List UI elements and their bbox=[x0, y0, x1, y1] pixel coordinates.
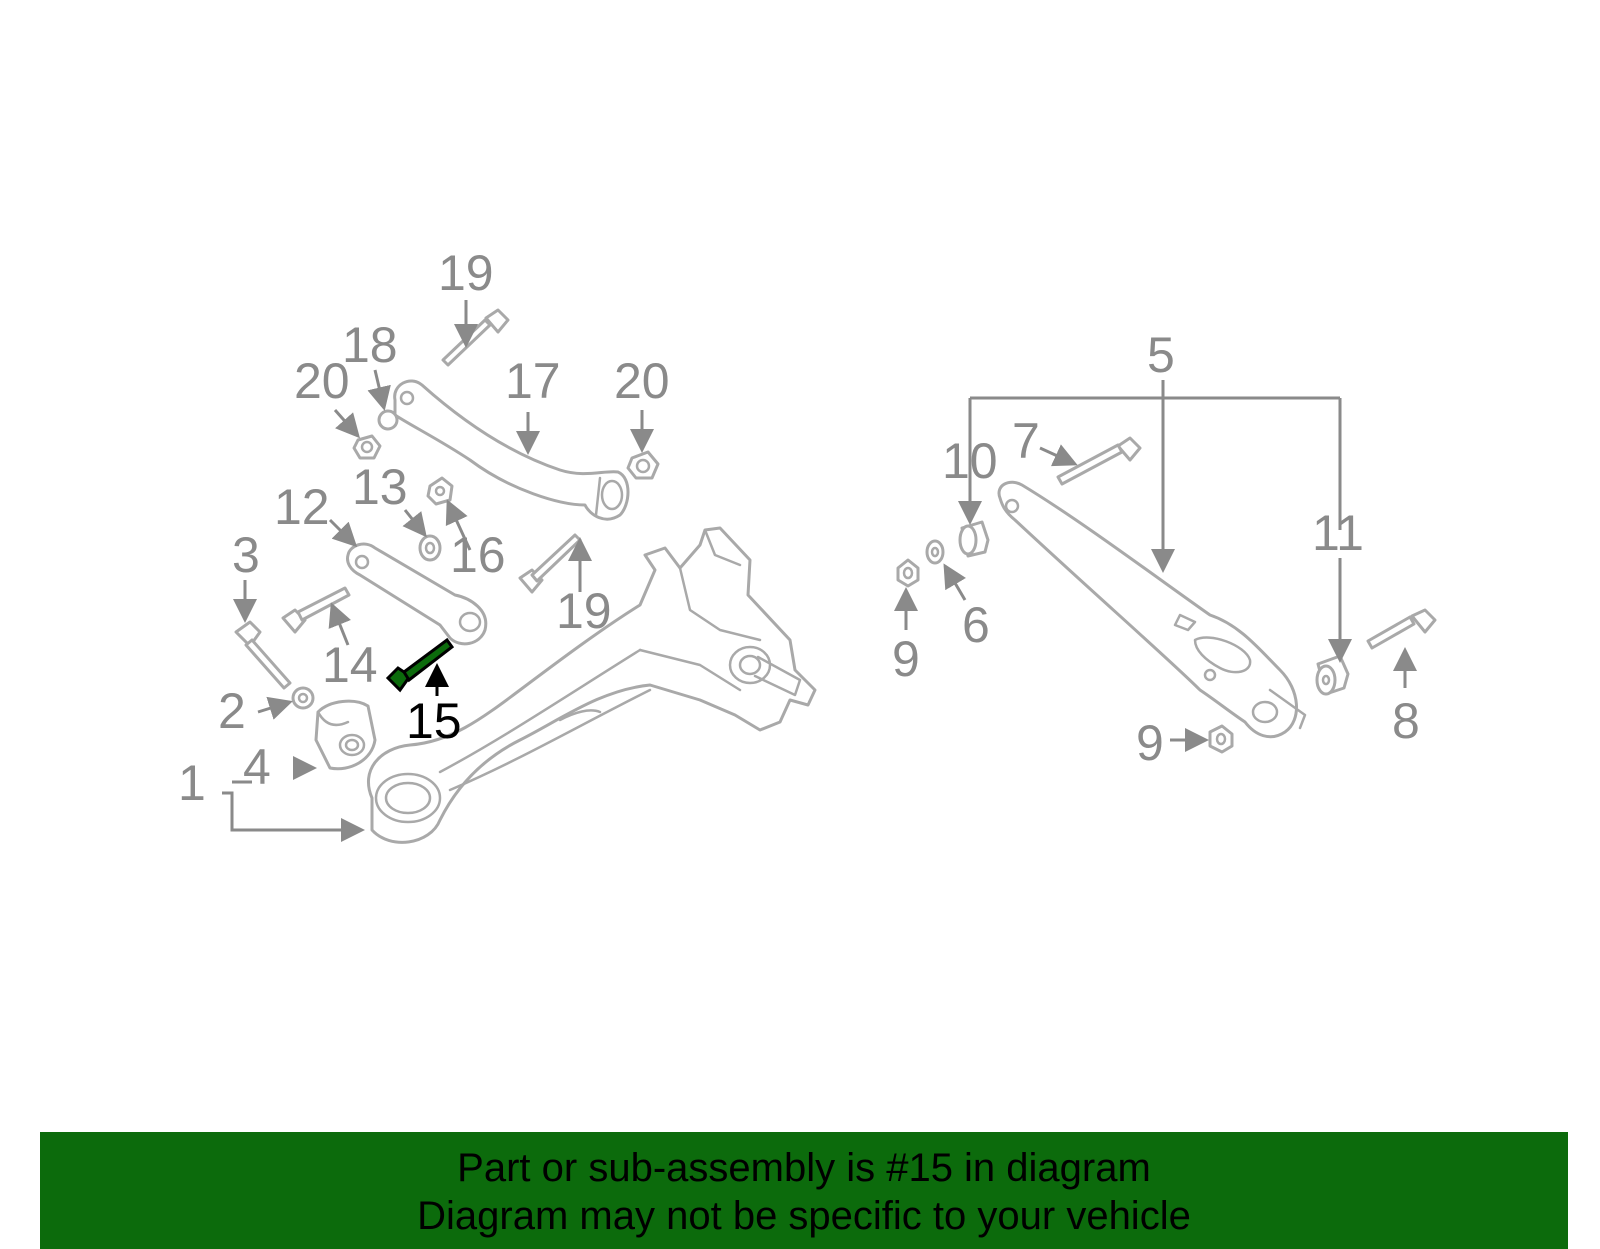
upper-arm-part-17 bbox=[393, 379, 630, 521]
lower-link-part-12 bbox=[346, 542, 488, 646]
bushing-part-4 bbox=[314, 699, 377, 771]
info-banner: Part or sub-assembly is #15 in diagram D… bbox=[40, 1132, 1568, 1249]
nut-part-20-right bbox=[626, 450, 660, 480]
callout-9-lower: 9 bbox=[1136, 715, 1164, 771]
callout-11: 11 bbox=[1312, 505, 1364, 561]
callout-15-highlighted: 15 bbox=[406, 693, 462, 749]
bushing-part-10 bbox=[958, 520, 990, 558]
washer-part-6 bbox=[925, 539, 945, 565]
callout-19-lower: 19 bbox=[556, 583, 612, 639]
callout-8: 8 bbox=[1392, 693, 1420, 749]
callout-19-upper: 19 bbox=[438, 245, 494, 301]
callout-9-upper: 9 bbox=[892, 631, 920, 687]
callout-5: 5 bbox=[1147, 327, 1175, 383]
leader-lines bbox=[222, 300, 1417, 842]
callout-18: 18 bbox=[342, 317, 398, 373]
callout-4: 4 bbox=[243, 739, 271, 795]
bolt-part-14 bbox=[281, 586, 351, 634]
lateral-arm-part-5 bbox=[997, 480, 1307, 739]
callout-10: 10 bbox=[942, 433, 998, 489]
callout-1: 1 bbox=[178, 755, 206, 811]
bolt-part-3 bbox=[234, 620, 292, 690]
nut-part-9-upper bbox=[896, 558, 920, 588]
callout-13: 13 bbox=[352, 459, 408, 515]
parts-diagram: 1 2 3 4 5 6 7 8 9 9 10 11 12 13 14 15 16… bbox=[178, 245, 1437, 844]
callout-14: 14 bbox=[322, 637, 378, 693]
callout-20-right: 20 bbox=[614, 353, 670, 409]
bolt-part-15-highlighted bbox=[385, 637, 455, 693]
bolt-part-7 bbox=[1056, 436, 1142, 486]
nut-part-16 bbox=[426, 476, 454, 506]
nut-part-20-left bbox=[352, 434, 382, 460]
nut-part-9-lower bbox=[1208, 724, 1234, 754]
bushing-part-11 bbox=[1315, 654, 1350, 696]
callout-6: 6 bbox=[962, 597, 990, 653]
callout-16: 16 bbox=[450, 527, 506, 583]
callout-3: 3 bbox=[232, 527, 260, 583]
washer-part-13 bbox=[418, 534, 442, 562]
trailing-arm-part bbox=[366, 526, 817, 844]
banner-line-part-info: Part or sub-assembly is #15 in diagram bbox=[457, 1146, 1151, 1190]
callout-7: 7 bbox=[1012, 413, 1040, 469]
callout-17: 17 bbox=[505, 353, 561, 409]
callout-20-left: 20 bbox=[294, 353, 350, 409]
banner-line-disclaimer: Diagram may not be specific to your vehi… bbox=[417, 1194, 1191, 1238]
callout-12: 12 bbox=[274, 479, 330, 535]
bolt-part-8 bbox=[1366, 608, 1437, 650]
bolt-part-19-upper bbox=[441, 308, 510, 367]
washer-part-18 bbox=[377, 409, 399, 431]
callout-2: 2 bbox=[218, 683, 246, 739]
washer-part-2 bbox=[291, 686, 315, 710]
